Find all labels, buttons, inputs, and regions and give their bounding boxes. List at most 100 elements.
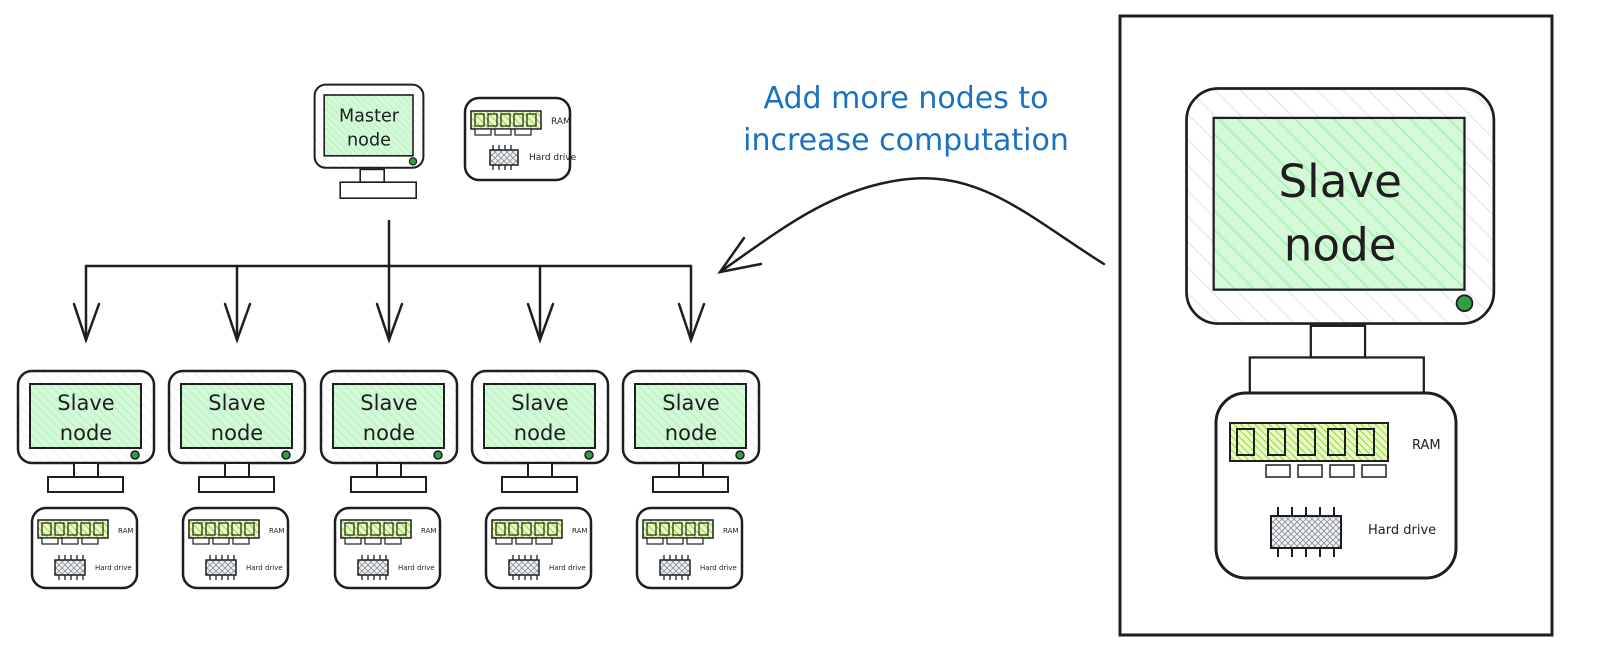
hard-drive-label: Hard drive bbox=[1368, 523, 1436, 538]
ram-icon bbox=[37, 519, 109, 545]
monitor-base bbox=[198, 476, 275, 493]
power-led bbox=[735, 450, 745, 460]
monitor-neck bbox=[376, 462, 402, 478]
slave-monitor: Slave node bbox=[167, 369, 307, 493]
monitor-base bbox=[47, 476, 124, 493]
monitor-neck bbox=[73, 462, 99, 478]
ram-icon bbox=[491, 519, 563, 545]
hard-drive-label: Hard drive bbox=[549, 564, 586, 572]
slave-hardware-box: RAM Hard drive bbox=[484, 506, 593, 590]
power-led bbox=[130, 450, 140, 460]
detail-slave-monitor: Slave node bbox=[1185, 87, 1496, 400]
monitor-screen bbox=[332, 383, 445, 449]
monitor-screen bbox=[634, 383, 747, 449]
power-led bbox=[433, 450, 443, 460]
monitor-neck bbox=[1309, 324, 1367, 359]
screen-label-line1: Slave bbox=[360, 391, 417, 415]
slave-monitor: Slave node bbox=[319, 369, 459, 493]
monitor-screen bbox=[483, 383, 596, 449]
monitor-base bbox=[350, 476, 427, 493]
monitor-base bbox=[652, 476, 729, 493]
hard-drive-label: Hard drive bbox=[398, 564, 435, 572]
hard-drive-label: Hard drive bbox=[95, 564, 132, 572]
screen-label-line1: Slave bbox=[662, 391, 719, 415]
hard-drive-icon bbox=[1270, 507, 1342, 557]
screen-label-line2: node bbox=[60, 421, 112, 445]
slave-monitor: Slave node bbox=[16, 369, 156, 493]
screen-label-line2: node bbox=[211, 421, 263, 445]
monitor-screen bbox=[180, 383, 293, 449]
slave-hardware-box: RAM Hard drive bbox=[30, 506, 139, 590]
ram-label: RAM bbox=[269, 527, 284, 535]
monitor-screen bbox=[1212, 116, 1466, 291]
hard-drive-label: Hard drive bbox=[529, 153, 577, 163]
ram-label: RAM bbox=[421, 527, 436, 535]
screen-label-line2: node bbox=[347, 130, 391, 150]
curved-arrow-head bbox=[717, 236, 763, 274]
curved-arrow-shaft bbox=[718, 177, 1106, 274]
screen-label-line2: node bbox=[1284, 218, 1397, 271]
annotation-line1: Add more nodes to bbox=[763, 81, 1048, 116]
power-led bbox=[584, 450, 594, 460]
hard-drive-icon bbox=[508, 555, 540, 580]
ram-label: RAM bbox=[118, 527, 133, 535]
hardware-box bbox=[1214, 391, 1458, 580]
screen-label-line2: node bbox=[514, 421, 566, 445]
ram-icon bbox=[470, 110, 542, 136]
monitor-neck bbox=[224, 462, 250, 478]
arrowhead-4 bbox=[526, 302, 555, 344]
detail-panel: Slave node RAM Hard drive bbox=[1118, 14, 1554, 637]
screen-label-line1: Slave bbox=[57, 391, 114, 415]
arrowhead-1 bbox=[72, 302, 101, 344]
screen-label-line2: node bbox=[363, 421, 415, 445]
monitor-base bbox=[339, 181, 418, 200]
slave-monitor: Slave node bbox=[621, 369, 761, 493]
master-hardware-box: RAM Hard drive bbox=[463, 96, 577, 182]
hard-drive-icon bbox=[54, 555, 86, 580]
hard-drive-icon bbox=[205, 555, 237, 580]
detail-hardware-box: RAM Hard drive bbox=[1214, 391, 1458, 580]
ram-label: RAM bbox=[551, 117, 571, 127]
screen-label-line1: Master bbox=[339, 106, 400, 126]
monitor-neck bbox=[359, 168, 386, 184]
arrowhead-2 bbox=[223, 302, 252, 344]
monitor-neck bbox=[678, 462, 704, 478]
ram-icon bbox=[1229, 422, 1389, 478]
hard-drive-label: Hard drive bbox=[700, 564, 737, 572]
ram-label: RAM bbox=[723, 527, 738, 535]
annotation-line2: increase computation bbox=[743, 123, 1069, 158]
ram-icon bbox=[642, 519, 714, 545]
arrowhead-5 bbox=[677, 302, 706, 344]
tree-connectors bbox=[72, 219, 706, 344]
hard-drive-icon bbox=[357, 555, 389, 580]
curved-arrow bbox=[717, 177, 1106, 274]
slave-hardware-box: RAM Hard drive bbox=[333, 506, 442, 590]
monitor-screen bbox=[29, 383, 142, 449]
arrowhead-3 bbox=[375, 302, 404, 344]
monitor-base bbox=[1248, 356, 1425, 400]
hard-drive-icon bbox=[659, 555, 691, 580]
power-led bbox=[1455, 294, 1474, 313]
ram-icon bbox=[340, 519, 412, 545]
ram-label: RAM bbox=[572, 527, 587, 535]
ram-icon bbox=[188, 519, 260, 545]
screen-label-line1: Slave bbox=[1278, 155, 1401, 208]
slave-hardware-box: RAM Hard drive bbox=[635, 506, 744, 590]
monitor-neck bbox=[527, 462, 553, 478]
monitor-base bbox=[501, 476, 578, 493]
screen-label-line2: node bbox=[665, 421, 717, 445]
power-led bbox=[281, 450, 291, 460]
master-node: Master node bbox=[313, 83, 425, 200]
screen-label-line1: Slave bbox=[208, 391, 265, 415]
monitor-screen bbox=[323, 94, 414, 157]
ram-label: RAM bbox=[1412, 438, 1441, 453]
